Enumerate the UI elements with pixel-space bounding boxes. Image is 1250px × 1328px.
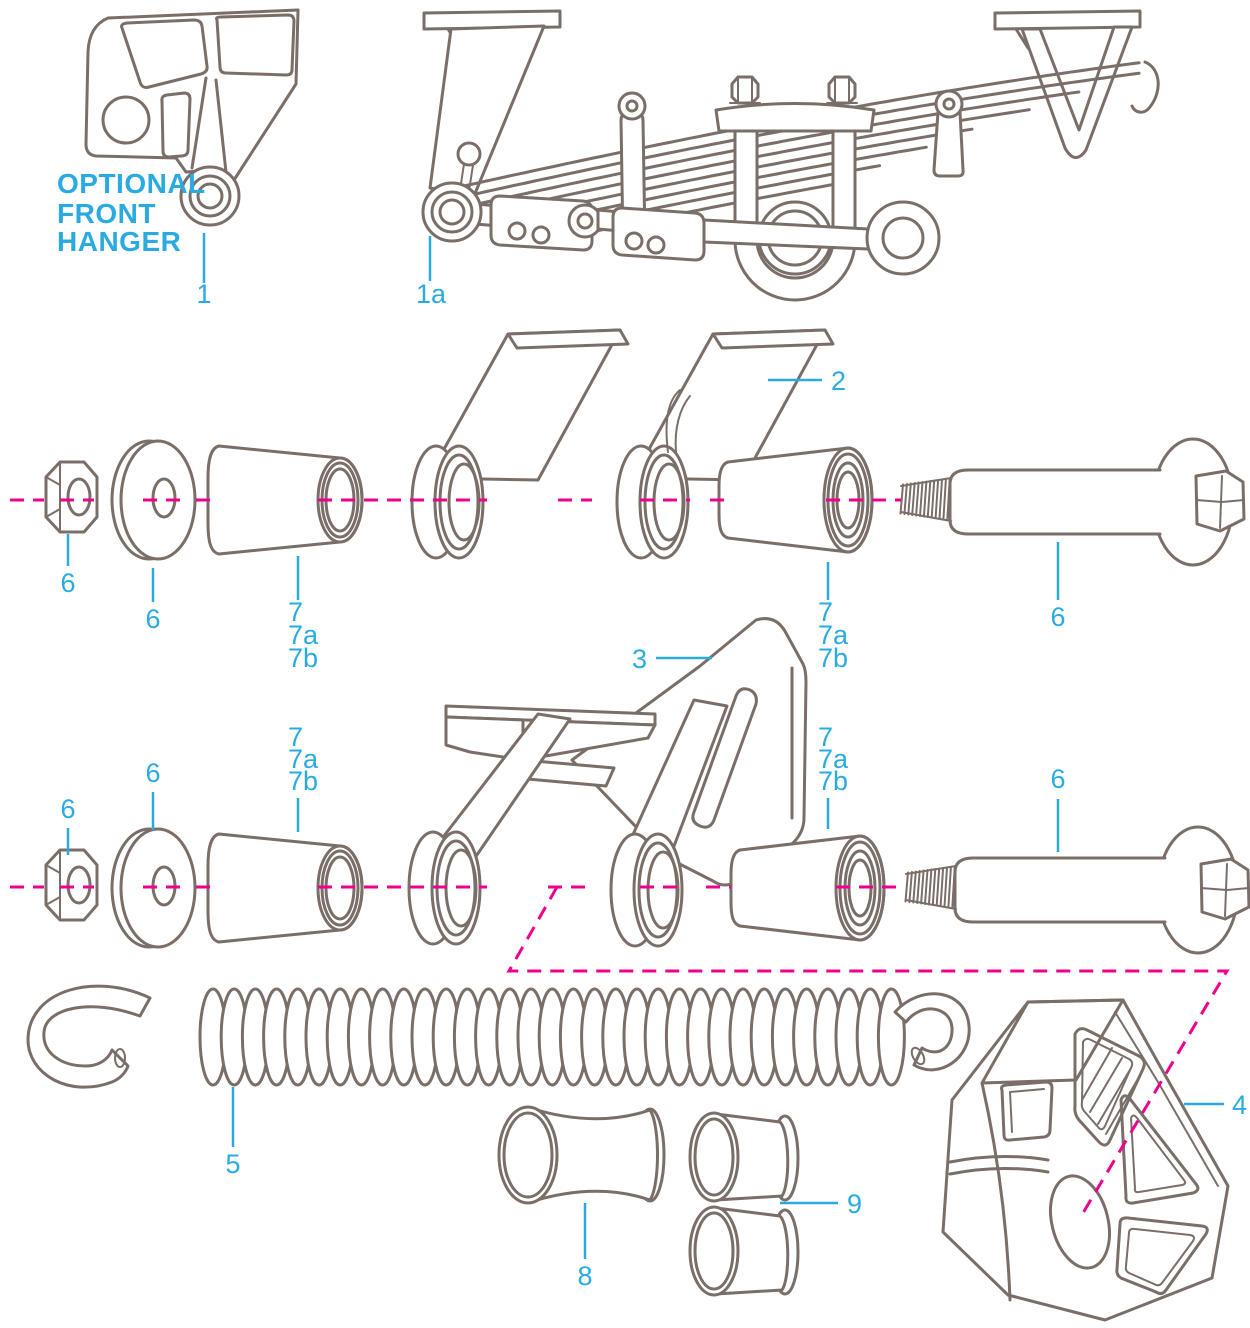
shackle-assembly-row <box>10 617 1250 955</box>
tension-spring-part <box>26 984 971 1089</box>
callout-1: 1 <box>196 279 211 309</box>
callout-7b-left-row2: 7b <box>288 766 318 796</box>
cast-hanger-part <box>941 998 1230 1322</box>
caption-line-3: HANGER <box>57 226 181 257</box>
shackle-assembly-part <box>407 617 808 948</box>
callout-6-washer-row2: 6 <box>145 758 160 788</box>
callout-6-bolt-row2: 6 <box>1050 764 1065 794</box>
callout-7b-right-row2: 7b <box>818 766 848 796</box>
callout-6-bolt-row1: 6 <box>1050 602 1065 632</box>
callout-7a-left-row2: 7a <box>288 744 319 774</box>
callout-7a-right-row1: 7a <box>818 620 849 650</box>
callout-8: 8 <box>577 1261 592 1291</box>
caption-line-2: FRONT <box>57 198 156 229</box>
callout-1a: 1a <box>416 279 447 309</box>
callout-6-nut-row1: 6 <box>60 568 75 598</box>
optional-front-hanger-part <box>84 8 300 227</box>
callout-9: 9 <box>847 1189 862 1219</box>
callout-2: 2 <box>831 366 846 396</box>
branch-centerline <box>506 886 1230 1214</box>
callout-7b-right-row1: 7b <box>818 643 848 673</box>
center-bushing-part <box>497 1105 666 1205</box>
spring-assembly-part <box>421 9 1160 302</box>
callout-7a-left-row1: 7a <box>288 620 319 650</box>
callout-6-nut-row2: 6 <box>60 794 75 824</box>
shackle-exploded-row <box>10 328 1246 567</box>
caption-optional-front-hanger: OPTIONAL FRONT HANGER <box>57 168 206 257</box>
callout-7b-left-row1: 7b <box>288 643 318 673</box>
callout-7-left-row2: 7 <box>288 722 303 752</box>
callouts: 1 1a 2 3 4 5 6 6 7 7a 7b 7 7a 7b 6 6 6 7… <box>60 233 1247 1291</box>
callout-3: 3 <box>632 644 647 674</box>
callout-5: 5 <box>225 1149 240 1179</box>
callout-7-right-row2: 7 <box>818 722 833 752</box>
shackle-side-plate <box>615 328 835 560</box>
caption-line-1: OPTIONAL <box>57 168 206 199</box>
callout-4: 4 <box>1232 1090 1247 1120</box>
callout-7a-right-row2: 7a <box>818 744 849 774</box>
callout-7-right-row1: 7 <box>818 597 833 627</box>
torque-arm <box>460 194 941 276</box>
callout-6-washer-row1: 6 <box>145 604 160 634</box>
callout-7-left-row1: 7 <box>288 597 303 627</box>
shackle-side-plate <box>410 328 630 560</box>
